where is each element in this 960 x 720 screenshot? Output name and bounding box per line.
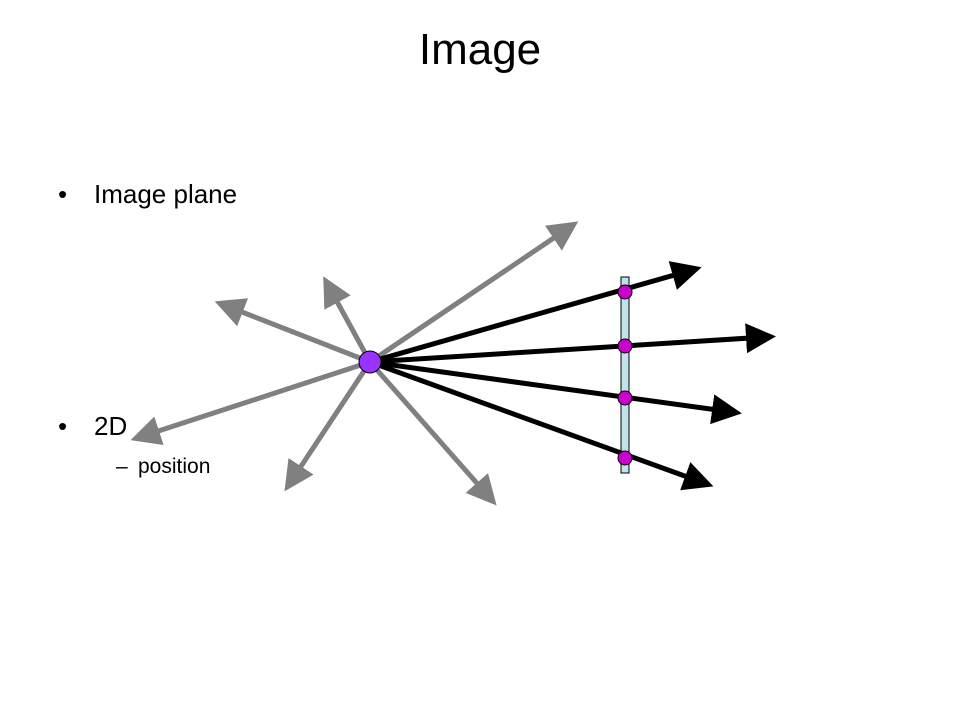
- gray-ray-left: [130, 359, 371, 446]
- intersection-point-1: [617, 284, 633, 300]
- intersection-point-3: [617, 390, 633, 406]
- bullet-2d: • 2D: [58, 410, 127, 442]
- sub-bullet-position: –position: [116, 454, 210, 480]
- gray-ray-upper-left: [214, 298, 371, 365]
- bullet-marker: •: [58, 411, 68, 441]
- black-ray-2: [369, 323, 776, 365]
- gray-ray-upper-right: [368, 221, 579, 365]
- black-rays: [369, 261, 776, 491]
- bullet-text: 2D: [94, 411, 128, 441]
- bullet-image-plane: • Image plane: [58, 178, 237, 210]
- black-ray-3: [369, 359, 742, 425]
- gray-ray-up: [323, 276, 373, 364]
- point-source: [358, 350, 382, 374]
- image-plane-bar: [620, 276, 630, 474]
- gray-ray-lower-left: [284, 360, 373, 492]
- intersection-point-2: [617, 338, 633, 354]
- black-ray-1: [369, 261, 702, 365]
- gray-ray-lower-right: [368, 360, 497, 506]
- gray-rays: [130, 221, 579, 506]
- sub-bullet-marker: –: [116, 455, 128, 478]
- black-ray-4: [369, 359, 714, 491]
- sub-bullet-text: position: [138, 455, 211, 478]
- slide-title: Image: [418, 25, 542, 74]
- intersection-points: [617, 284, 633, 466]
- bullet-marker: •: [58, 179, 68, 209]
- bullet-text: Image plane: [94, 179, 238, 209]
- intersection-point-4: [617, 450, 633, 466]
